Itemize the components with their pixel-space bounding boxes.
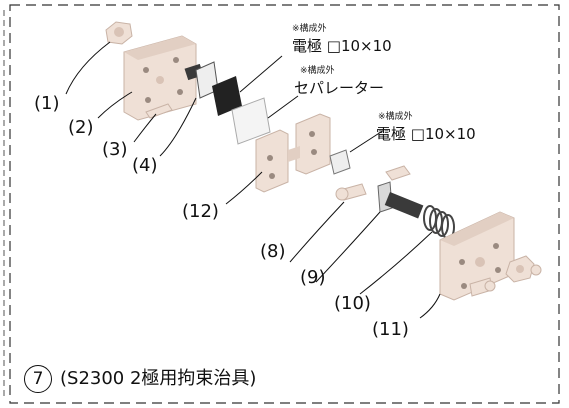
label-part-2: (2) — [68, 117, 94, 138]
label-part-1: (1) — [34, 93, 60, 114]
label-part-12: (12) — [182, 201, 219, 222]
label-part-10: (10) — [334, 293, 371, 314]
label-part-11: (11) — [372, 319, 409, 340]
leader-lines — [65, 41, 441, 319]
separator-sheet — [231, 97, 271, 145]
caption-text: (S2300 2極用拘束治具) — [60, 368, 257, 389]
part-8-bolt — [335, 183, 367, 201]
note-small-2: ※構成外 — [300, 66, 335, 76]
label-part-4: (4) — [132, 155, 158, 176]
part-11-end-plate — [439, 211, 542, 301]
note-big-3: 電極 □10×10 — [376, 125, 476, 143]
note-small-1: ※構成外 — [292, 24, 327, 34]
part-10-spring — [423, 205, 455, 240]
figure-caption: 7 (S2300 2極用拘束治具) — [24, 364, 256, 394]
part-12-center-block — [255, 113, 331, 193]
label-part-3: (3) — [102, 139, 128, 160]
note-big-1: 電極 □10×10 — [292, 37, 392, 55]
part-9-plunger — [377, 165, 424, 219]
part-1-nut — [105, 21, 133, 45]
note-big-2: セパレーター — [294, 79, 385, 97]
label-part-8: (8) — [260, 241, 286, 262]
label-part-9: (9) — [300, 267, 326, 288]
note-small-3: ※構成外 — [378, 112, 413, 122]
electrode-square-1 — [212, 76, 242, 116]
figure-number-circle: 7 — [24, 365, 52, 393]
electrode-square-2 — [329, 149, 351, 175]
part-3-pin — [145, 103, 173, 119]
dashed-border — [9, 4, 560, 404]
part-2-end-plate — [123, 35, 197, 121]
